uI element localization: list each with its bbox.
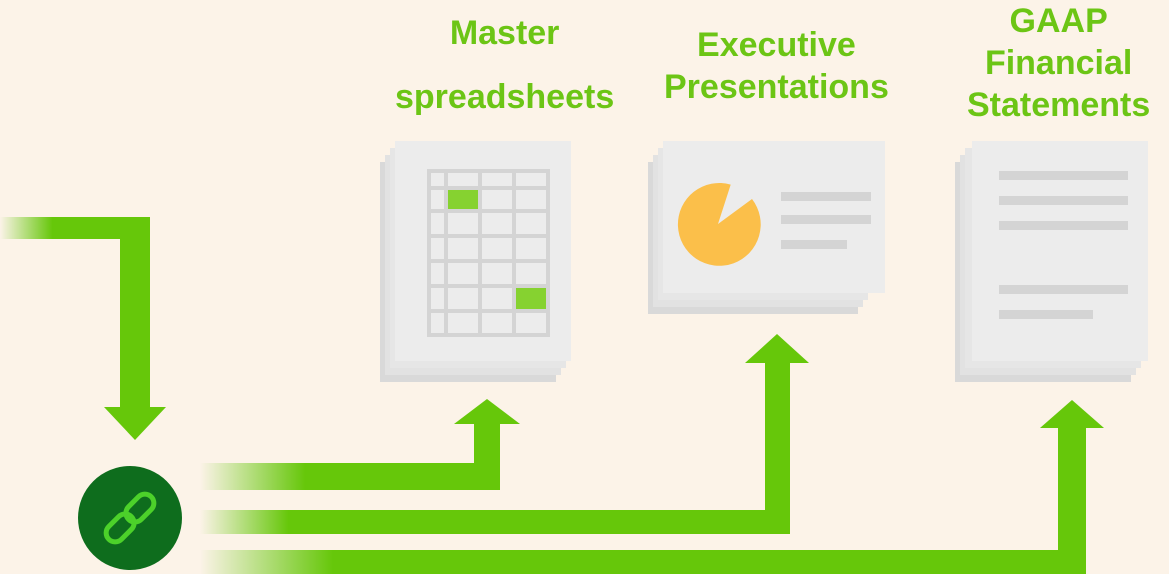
arrow-to-spreadsheets [200, 399, 520, 490]
presentation-icon [648, 141, 885, 314]
input-arrow [0, 217, 166, 440]
label-gaap-financial-statements: GAAP Financial Statements [967, 2, 1151, 124]
arrow-to-presentations [200, 334, 809, 534]
link-icon [103, 491, 157, 545]
hub-node [78, 466, 182, 570]
spreadsheet-icon [380, 141, 571, 382]
document-icon [955, 141, 1148, 382]
arrow-to-statements [200, 400, 1104, 574]
label-executive-presentations: Executive Presentations [664, 26, 889, 106]
label-master-spreadsheets: Master spreadsheets [395, 14, 615, 116]
